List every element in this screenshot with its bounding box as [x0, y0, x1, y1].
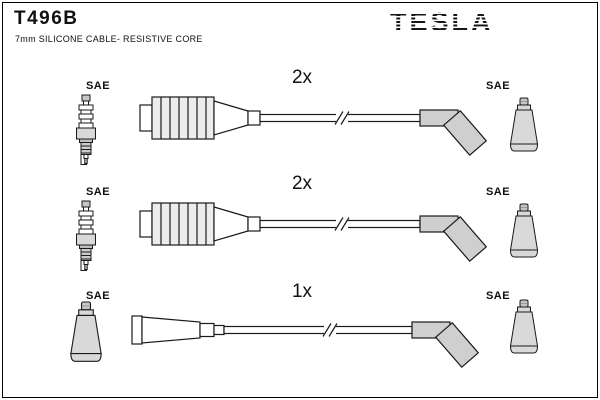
connector-type-label: SAE: [85, 186, 111, 198]
spark-plug-icon: [76, 94, 96, 165]
cable-assembly: [139, 96, 487, 156]
terminal-boot-icon: [70, 301, 102, 362]
terminal-boot-icon: [510, 299, 538, 354]
quantity-label: 1x: [291, 281, 313, 302]
terminal-boot-icon: [510, 97, 538, 152]
cable-assembly: [131, 315, 479, 368]
quantity-label: 2x: [291, 67, 313, 88]
connector-type-label: SAE: [485, 186, 511, 198]
quantity-label: 2x: [291, 173, 313, 194]
cable-assembly: [139, 202, 487, 262]
connector-type-label: SAE: [85, 290, 111, 302]
terminal-boot-icon: [510, 203, 538, 258]
spark-plug-icon: [76, 200, 96, 271]
connector-type-label: SAE: [485, 290, 511, 302]
brand-logo: TESLA: [390, 7, 494, 37]
connector-type-label: SAE: [85, 80, 111, 92]
part-number: T496B: [14, 8, 79, 29]
connector-type-label: SAE: [485, 80, 511, 92]
part-description: 7mm SILICONE CABLE- RESISTIVE CORE: [15, 34, 203, 44]
